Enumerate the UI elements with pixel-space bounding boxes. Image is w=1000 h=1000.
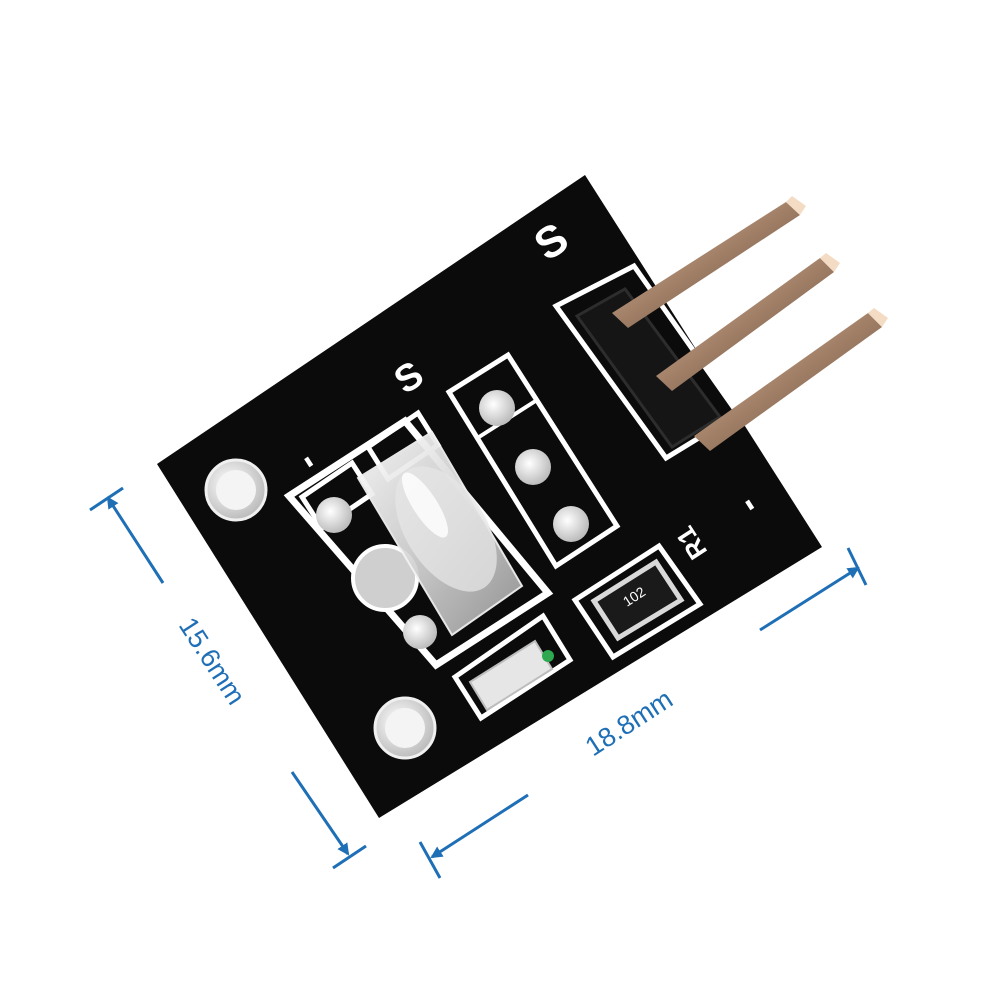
led-silk-outline <box>451 612 574 722</box>
resistor-body <box>590 558 685 642</box>
smd-led <box>468 639 554 712</box>
ir-receiver <box>356 430 524 637</box>
sensor-pad-1 <box>316 497 352 533</box>
width-label: 18.8mm <box>580 684 678 762</box>
height-label: 15.6mm <box>173 612 251 710</box>
center-pad-3 <box>553 506 589 542</box>
ir-receiver-highlight <box>401 472 449 538</box>
height-dimension-tick-top <box>89 486 124 512</box>
center-pad-2 <box>515 449 551 485</box>
pad-footprint-outline <box>445 351 621 570</box>
header-pin-1 <box>612 202 800 328</box>
header-pin-3 <box>694 313 882 451</box>
height-dimension-line-bottom <box>290 771 350 856</box>
header-housing <box>574 287 723 450</box>
sensor-pad-3 <box>403 615 437 649</box>
smd-led-indicator <box>542 650 554 662</box>
mounting-hole-bottom-inner <box>385 708 425 748</box>
height-dimension-tick-bottom <box>332 844 367 870</box>
header-pin-3-tip <box>868 308 888 327</box>
width-dimension-tick-left <box>418 841 442 879</box>
width-dimension-line-right <box>759 566 860 632</box>
header-pin-1-tip <box>786 196 806 215</box>
sensor-module: 102 S S - - R1 <box>157 175 888 818</box>
header-pin-2-tip <box>820 253 840 272</box>
mounting-hole-top-inner <box>216 470 256 510</box>
width-dimension-tick-right <box>846 547 868 586</box>
resistor-silk-outline <box>571 542 704 661</box>
width-dimension-line-left <box>430 793 529 859</box>
height-dimension-line-top <box>106 496 165 584</box>
header-pins <box>612 196 888 451</box>
center-pad-1 <box>479 390 515 426</box>
header-pin-2 <box>656 258 834 391</box>
